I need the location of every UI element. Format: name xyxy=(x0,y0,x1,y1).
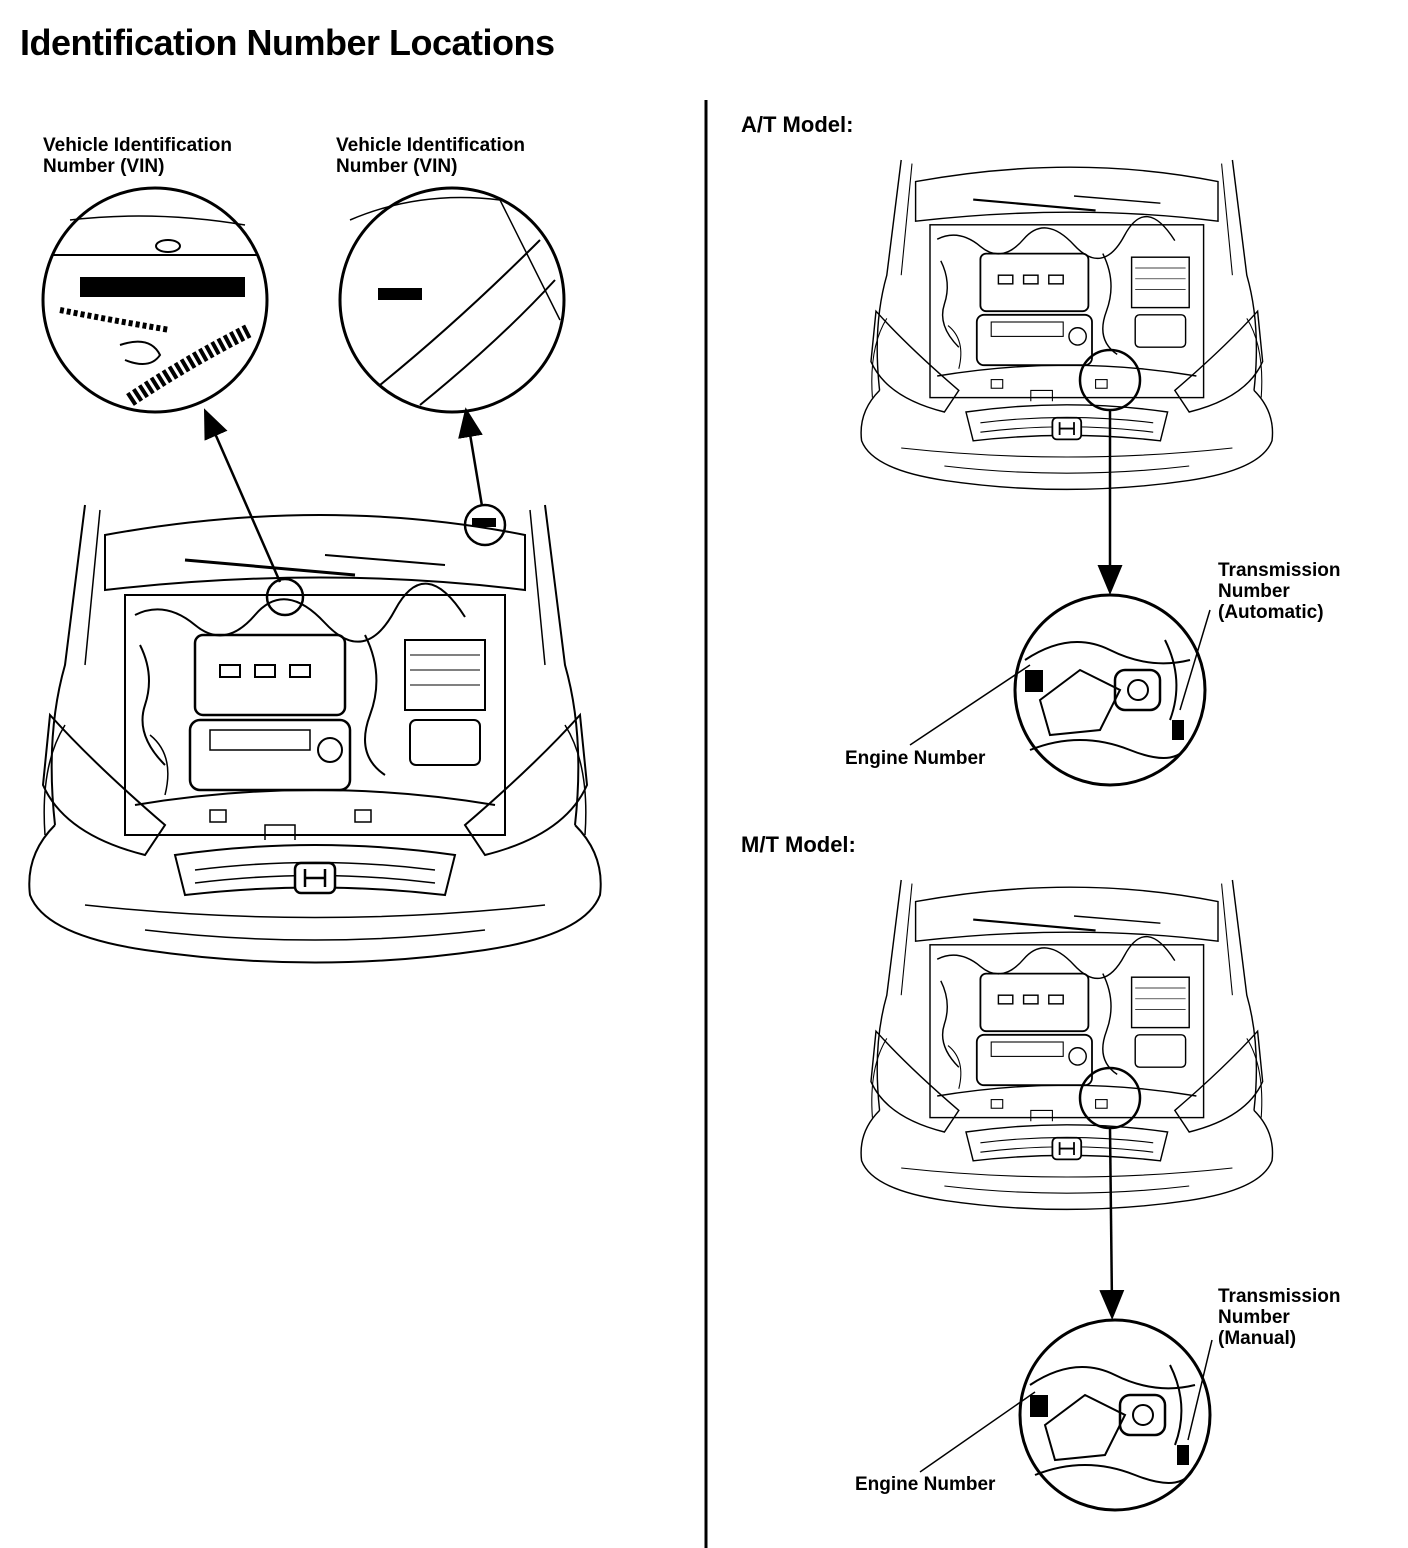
at-engine-leader xyxy=(909,664,1031,746)
mt-car-illustration xyxy=(860,878,1274,1211)
vin-label-dash: Vehicle Identification Number (VIN) xyxy=(336,135,525,177)
vin-cowl-locator xyxy=(265,577,305,617)
at-engine-number-label: Engine Number xyxy=(845,748,986,769)
at-detail-circle xyxy=(1013,593,1207,787)
page-title: Identification Number Locations xyxy=(20,22,555,63)
mt-transmission-leader xyxy=(1187,1339,1213,1441)
vin-detail-dash xyxy=(338,186,566,414)
at-transmission-number-label: Transmission Number (Automatic) xyxy=(1218,560,1341,623)
at-car-illustration xyxy=(860,158,1274,491)
mt-model-heading: M/T Model: xyxy=(741,832,856,857)
main-car-illustration xyxy=(27,503,603,964)
mt-locator-circle xyxy=(1078,1066,1142,1130)
mt-engine-number-label: Engine Number xyxy=(855,1474,996,1495)
mt-transmission-number-label: Transmission Number (Manual) xyxy=(1218,1286,1341,1349)
vin-detail-cowl xyxy=(41,186,269,414)
vin-dash-locator xyxy=(463,503,507,547)
mt-detail-circle xyxy=(1018,1318,1212,1512)
vin-cowl-arrow xyxy=(203,408,282,583)
vin-dash-arrow xyxy=(458,407,484,507)
at-locator-circle xyxy=(1078,348,1142,412)
at-transmission-leader xyxy=(1179,609,1211,711)
mt-engine-leader xyxy=(919,1391,1036,1473)
vin-label-cowl: Vehicle Identification Number (VIN) xyxy=(43,135,232,177)
mt-arrow xyxy=(1099,1127,1125,1320)
at-model-heading: A/T Model: xyxy=(741,112,854,137)
